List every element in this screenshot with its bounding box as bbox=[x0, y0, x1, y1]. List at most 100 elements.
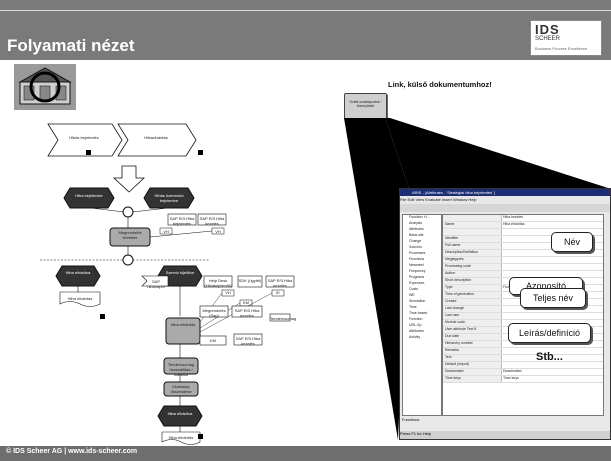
attr-name: Name bbox=[443, 222, 502, 228]
attr-name: Type bbox=[443, 285, 502, 291]
attr-name: Identifier bbox=[443, 236, 502, 242]
attr-name bbox=[443, 229, 502, 235]
attr-value[interactable] bbox=[503, 257, 603, 263]
logo-text: IDS bbox=[535, 22, 560, 37]
tree-item[interactable]: Functions bbox=[409, 257, 425, 261]
table-row[interactable]: Full name bbox=[443, 243, 603, 250]
footer-text: © IDS Scheer AG | www.ids-scheer.com bbox=[6, 448, 138, 455]
window-titlebar: ARIS - [Attributes - 'Stratégiai hiba be… bbox=[400, 189, 610, 196]
function-2-label: Hiba elhárítás bbox=[170, 322, 196, 327]
tree-item[interactable]: WE bbox=[409, 293, 415, 297]
tag-vh-3: VH bbox=[225, 290, 231, 295]
window-toolbar[interactable] bbox=[400, 204, 610, 212]
function-1-label: Megrendelés felvétele bbox=[118, 230, 142, 240]
tree-item[interactable]: Processes bbox=[409, 251, 426, 255]
tree-item[interactable]: Activity bbox=[409, 335, 421, 339]
table-row[interactable]: Hiba kezelés bbox=[443, 215, 603, 222]
tree-item[interactable]: Attributes bbox=[409, 227, 424, 231]
footer: © IDS Scheer AG | www.ids-scheer.com bbox=[0, 446, 611, 461]
tree-item[interactable]: Change bbox=[409, 239, 422, 243]
tag-vh-2: VH bbox=[215, 229, 221, 234]
attr-name: Short description bbox=[443, 278, 502, 284]
attr-name: Hierarchy number bbox=[443, 341, 502, 347]
tree-item[interactable]: Time-based bbox=[409, 311, 428, 315]
linked-document-label: Üzleti szabályzatok / bizonylatok bbox=[349, 100, 382, 108]
tag-ik-1: IK bbox=[276, 290, 280, 295]
attr-name: Megjegyzés bbox=[443, 257, 502, 263]
tree-item[interactable]: Costs bbox=[409, 287, 418, 291]
tree-item[interactable]: Expenses bbox=[409, 281, 425, 285]
attr-name: Full name bbox=[443, 243, 502, 249]
table-row[interactable]: Remarks bbox=[443, 348, 603, 355]
tree-item[interactable]: Simulation bbox=[409, 299, 426, 303]
table-row[interactable]: Megjegyzés bbox=[443, 257, 603, 264]
attr-name: Last user bbox=[443, 313, 502, 319]
aris-attributes-window: ARIS - [Attributes - 'Stratégiai hiba be… bbox=[399, 188, 611, 440]
table-row[interactable]: Last user bbox=[443, 313, 603, 320]
header-bar bbox=[0, 0, 611, 60]
attr-value[interactable]: Deactivated bbox=[503, 369, 522, 373]
tree-item[interactable]: Sources bbox=[409, 245, 422, 249]
logo-tag: Business Process Excellence bbox=[535, 46, 588, 51]
tree-item[interactable]: Time bbox=[409, 305, 417, 309]
table-row[interactable]: Description/Definition bbox=[443, 250, 603, 257]
attr-name: Creator bbox=[443, 299, 502, 305]
attr-value[interactable] bbox=[503, 313, 603, 319]
attr-name: Last change bbox=[443, 306, 502, 312]
tree-item[interactable]: Function bbox=[409, 317, 423, 321]
attr-value[interactable]: Hiba kezelés bbox=[503, 215, 524, 219]
doc-2-label: Hiba elhárítás bbox=[168, 435, 194, 440]
attr-name: Author bbox=[443, 271, 502, 277]
table-row[interactable]: Identifier bbox=[443, 236, 603, 243]
header-stripe bbox=[0, 10, 611, 11]
attr-name: Deactivated bbox=[443, 369, 502, 375]
callout-nev: Név bbox=[551, 232, 594, 252]
tree-item[interactable]: Function: H... bbox=[409, 215, 430, 219]
table-row[interactable]: Processing code bbox=[443, 264, 603, 271]
process-diagram bbox=[40, 123, 295, 445]
attribute-tree[interactable]: Function: H... Analysis Attributes Basic… bbox=[402, 214, 442, 416]
tree-item[interactable]: Frequency bbox=[409, 269, 426, 273]
attr-name: Description/Definition bbox=[443, 250, 502, 256]
callout-leiras: Leírás/definíció bbox=[508, 323, 592, 343]
table-row[interactable]: Text bbox=[443, 355, 603, 362]
table-row[interactable]: Hierarchy number bbox=[443, 341, 603, 348]
attr-name: Time of generation bbox=[443, 292, 502, 298]
window-title: ARIS - [Attributes - 'Stratégiai hiba be… bbox=[412, 190, 496, 195]
status-bar: Press F1 for Help bbox=[400, 431, 610, 439]
table-row[interactable]: Last change bbox=[443, 306, 603, 313]
tab-functions[interactable]: Functions bbox=[402, 417, 420, 422]
attr-name: Text bbox=[443, 355, 502, 361]
attr-name: Processing code bbox=[443, 264, 502, 270]
attr-value[interactable] bbox=[503, 264, 603, 270]
function-4-label: Munkalap összesítése bbox=[170, 384, 192, 394]
attr-name: Module code bbox=[443, 320, 502, 326]
attr-value[interactable]: Hiba elhárítás bbox=[503, 222, 525, 226]
ids-scheer-logo: IDS SCHEER Business Process Excellence bbox=[530, 20, 602, 56]
attr-name: Time keys bbox=[443, 376, 502, 382]
tag-km-1: KM bbox=[243, 300, 249, 305]
tag-km-2: KM bbox=[210, 338, 216, 343]
tree-item[interactable]: Programs bbox=[409, 275, 425, 279]
linked-document-icon[interactable]: Üzleti szabályzatok / bizonylatok bbox=[344, 93, 387, 120]
box-sap-hibanaplo: SAP hibanapló bbox=[147, 279, 165, 289]
tree-item[interactable]: Attributes bbox=[409, 329, 424, 333]
event-4-label: Szerviz kijelölve bbox=[165, 270, 195, 275]
attr-value[interactable]: Time keys bbox=[503, 376, 519, 380]
attr-name: Default (import) bbox=[443, 362, 502, 368]
tree-item[interactable]: URL-Sp. bbox=[409, 323, 423, 327]
box-tendcsomag: Tendercsomag bbox=[270, 316, 297, 321]
box-sap-r3-3: SAP R/3 Hiba kezelés bbox=[267, 278, 293, 288]
box-sap-r3-5: SAP R/3 Hiba kezelés bbox=[235, 336, 261, 346]
tree-item[interactable]: Analysis bbox=[409, 221, 423, 225]
link-title: Link, külső dokumentumhoz! bbox=[388, 80, 492, 89]
tree-item[interactable]: Newsreel bbox=[409, 263, 424, 267]
window-menubar[interactable]: File Edit View Evaluate Insert Window He… bbox=[400, 197, 477, 202]
table-row[interactable] bbox=[443, 229, 603, 236]
table-row[interactable]: Default (import) bbox=[443, 362, 603, 369]
tree-item[interactable]: Basic attr. bbox=[409, 233, 425, 237]
